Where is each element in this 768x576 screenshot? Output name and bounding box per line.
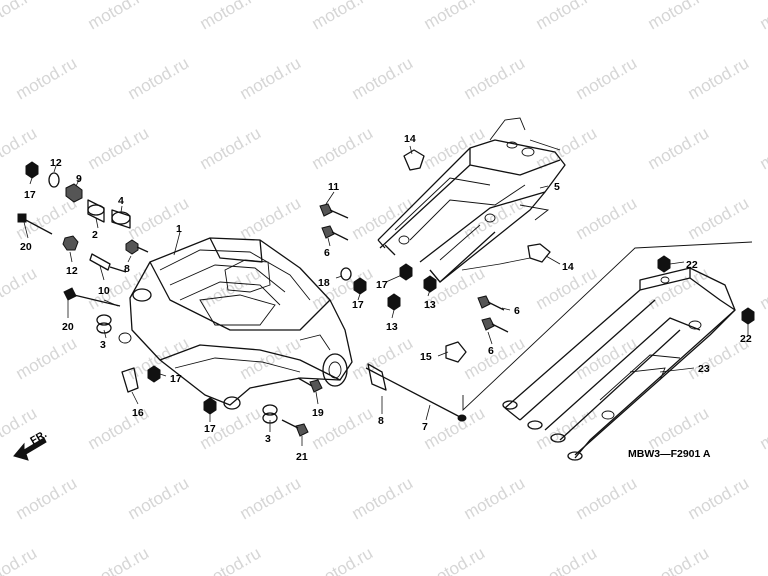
part-callout-6: 6 <box>324 247 330 259</box>
watermark-text: motod.ru <box>645 0 713 33</box>
part-callout-7: 7 <box>422 421 428 433</box>
part-callout-18: 18 <box>318 277 330 289</box>
part-callout-17: 17 <box>204 423 216 435</box>
watermark-text: motod.ru <box>309 543 377 576</box>
part-callout-10: 10 <box>98 285 110 297</box>
watermark-text: motod.ru <box>0 0 40 33</box>
part-callout-17: 17 <box>352 299 364 311</box>
watermark-text: motod.ru <box>421 403 489 453</box>
watermark-text: motod.ru <box>125 53 193 103</box>
seat-rail-assembly <box>462 241 753 461</box>
hardware-parts <box>13 149 755 461</box>
watermark-text: motod.ru <box>757 263 768 313</box>
part-callout-1: 1 <box>176 223 182 235</box>
watermark-text: motod.ru <box>237 53 305 103</box>
watermark-text: motod.ru <box>685 473 753 523</box>
part-callout-14: 14 <box>562 261 574 273</box>
part-callout-8: 8 <box>124 263 130 275</box>
watermark-text: motod.ru <box>237 473 305 523</box>
watermark-text: motod.ru <box>197 0 265 33</box>
watermark-text: motod.ru <box>685 193 753 243</box>
watermark-text: motod.ru <box>533 0 601 33</box>
part-callout-17: 17 <box>24 189 36 201</box>
part-callout-6: 6 <box>514 305 520 317</box>
leader-lines <box>23 145 749 446</box>
part-callout-6: 6 <box>488 345 494 357</box>
callout-labels: 1233456667889101112121313141415161717171… <box>20 133 752 463</box>
watermark-text: motod.ru <box>533 543 601 576</box>
watermark-text: motod.ru <box>573 473 641 523</box>
watermark-text: motod.ru <box>13 53 81 103</box>
watermark-text: motod.ru <box>757 543 768 576</box>
watermark-text: motod.ru <box>645 543 713 576</box>
watermark-text: motod.ru <box>421 0 489 33</box>
watermark-text: motod.ru <box>461 193 529 243</box>
watermark-text: motod.ru <box>0 543 40 576</box>
part-callout-9: 9 <box>76 173 82 185</box>
part-callout-15: 15 <box>420 351 432 363</box>
watermark-text: motod.ru <box>237 193 305 243</box>
watermark-text: motod.ru <box>85 123 153 173</box>
watermark-text: motod.ru <box>573 53 641 103</box>
watermark-text: motod.ru <box>197 123 265 173</box>
watermark-text: motod.ru <box>85 543 153 576</box>
watermark-text: motod.ru <box>757 123 768 173</box>
rear-sub-frame <box>377 117 566 283</box>
part-callout-20: 20 <box>20 241 32 253</box>
part-callout-11: 11 <box>328 181 339 193</box>
watermark-text: motod.ru <box>349 53 417 103</box>
watermark-text: motod.ru <box>461 53 529 103</box>
watermark-text: motod.ru <box>0 263 40 313</box>
watermark-text: motod.ru <box>197 543 265 576</box>
part-callout-2: 2 <box>92 229 98 241</box>
watermark-text: motod.ru <box>13 473 81 523</box>
part-callout-22: 22 <box>686 259 698 271</box>
watermark-text: motod.ru <box>757 403 768 453</box>
part-callout-17: 17 <box>376 279 388 291</box>
watermark-text: motod.ru <box>645 123 713 173</box>
watermark-text: motod.ru <box>349 473 417 523</box>
part-callout-14: 14 <box>404 133 416 145</box>
watermark-text: motod.ru <box>309 0 377 33</box>
watermark-text: motod.ru <box>645 403 713 453</box>
part-callout-4: 4 <box>118 195 124 207</box>
watermark-text: motod.ru <box>13 333 81 383</box>
part-callout-8: 8 <box>378 415 384 427</box>
watermark-text: motod.ru <box>685 53 753 103</box>
part-callout-13: 13 <box>424 299 436 311</box>
part-callout-3: 3 <box>100 339 106 351</box>
part-callout-16: 16 <box>132 407 144 419</box>
watermark-text: motod.ru <box>421 543 489 576</box>
part-callout-12: 12 <box>50 157 62 169</box>
watermark-text: motod.ru <box>757 0 768 33</box>
watermark-text: motod.ru <box>125 473 193 523</box>
watermark-text: motod.ru <box>573 193 641 243</box>
diagram-code: MBW3—F2901 A <box>628 448 711 460</box>
part-callout-22: 22 <box>740 333 752 345</box>
part-callout-3: 3 <box>265 433 271 445</box>
front-direction-label: FR. <box>28 428 49 447</box>
part-callout-17: 17 <box>170 373 182 385</box>
part-callout-21: 21 <box>296 451 308 463</box>
part-callout-20: 20 <box>62 321 74 333</box>
part-callout-13: 13 <box>386 321 398 333</box>
part-callout-5: 5 <box>554 181 560 193</box>
watermark-text: motod.ru <box>309 123 377 173</box>
watermark-text: motod.ru <box>461 473 529 523</box>
part-callout-19: 19 <box>312 407 324 419</box>
watermark-text: motod.ru <box>85 0 153 33</box>
watermark-text: motod.ru <box>125 193 193 243</box>
part-callout-23: 23 <box>698 363 710 375</box>
part-callout-12: 12 <box>66 265 78 277</box>
main-frame <box>118 237 353 410</box>
